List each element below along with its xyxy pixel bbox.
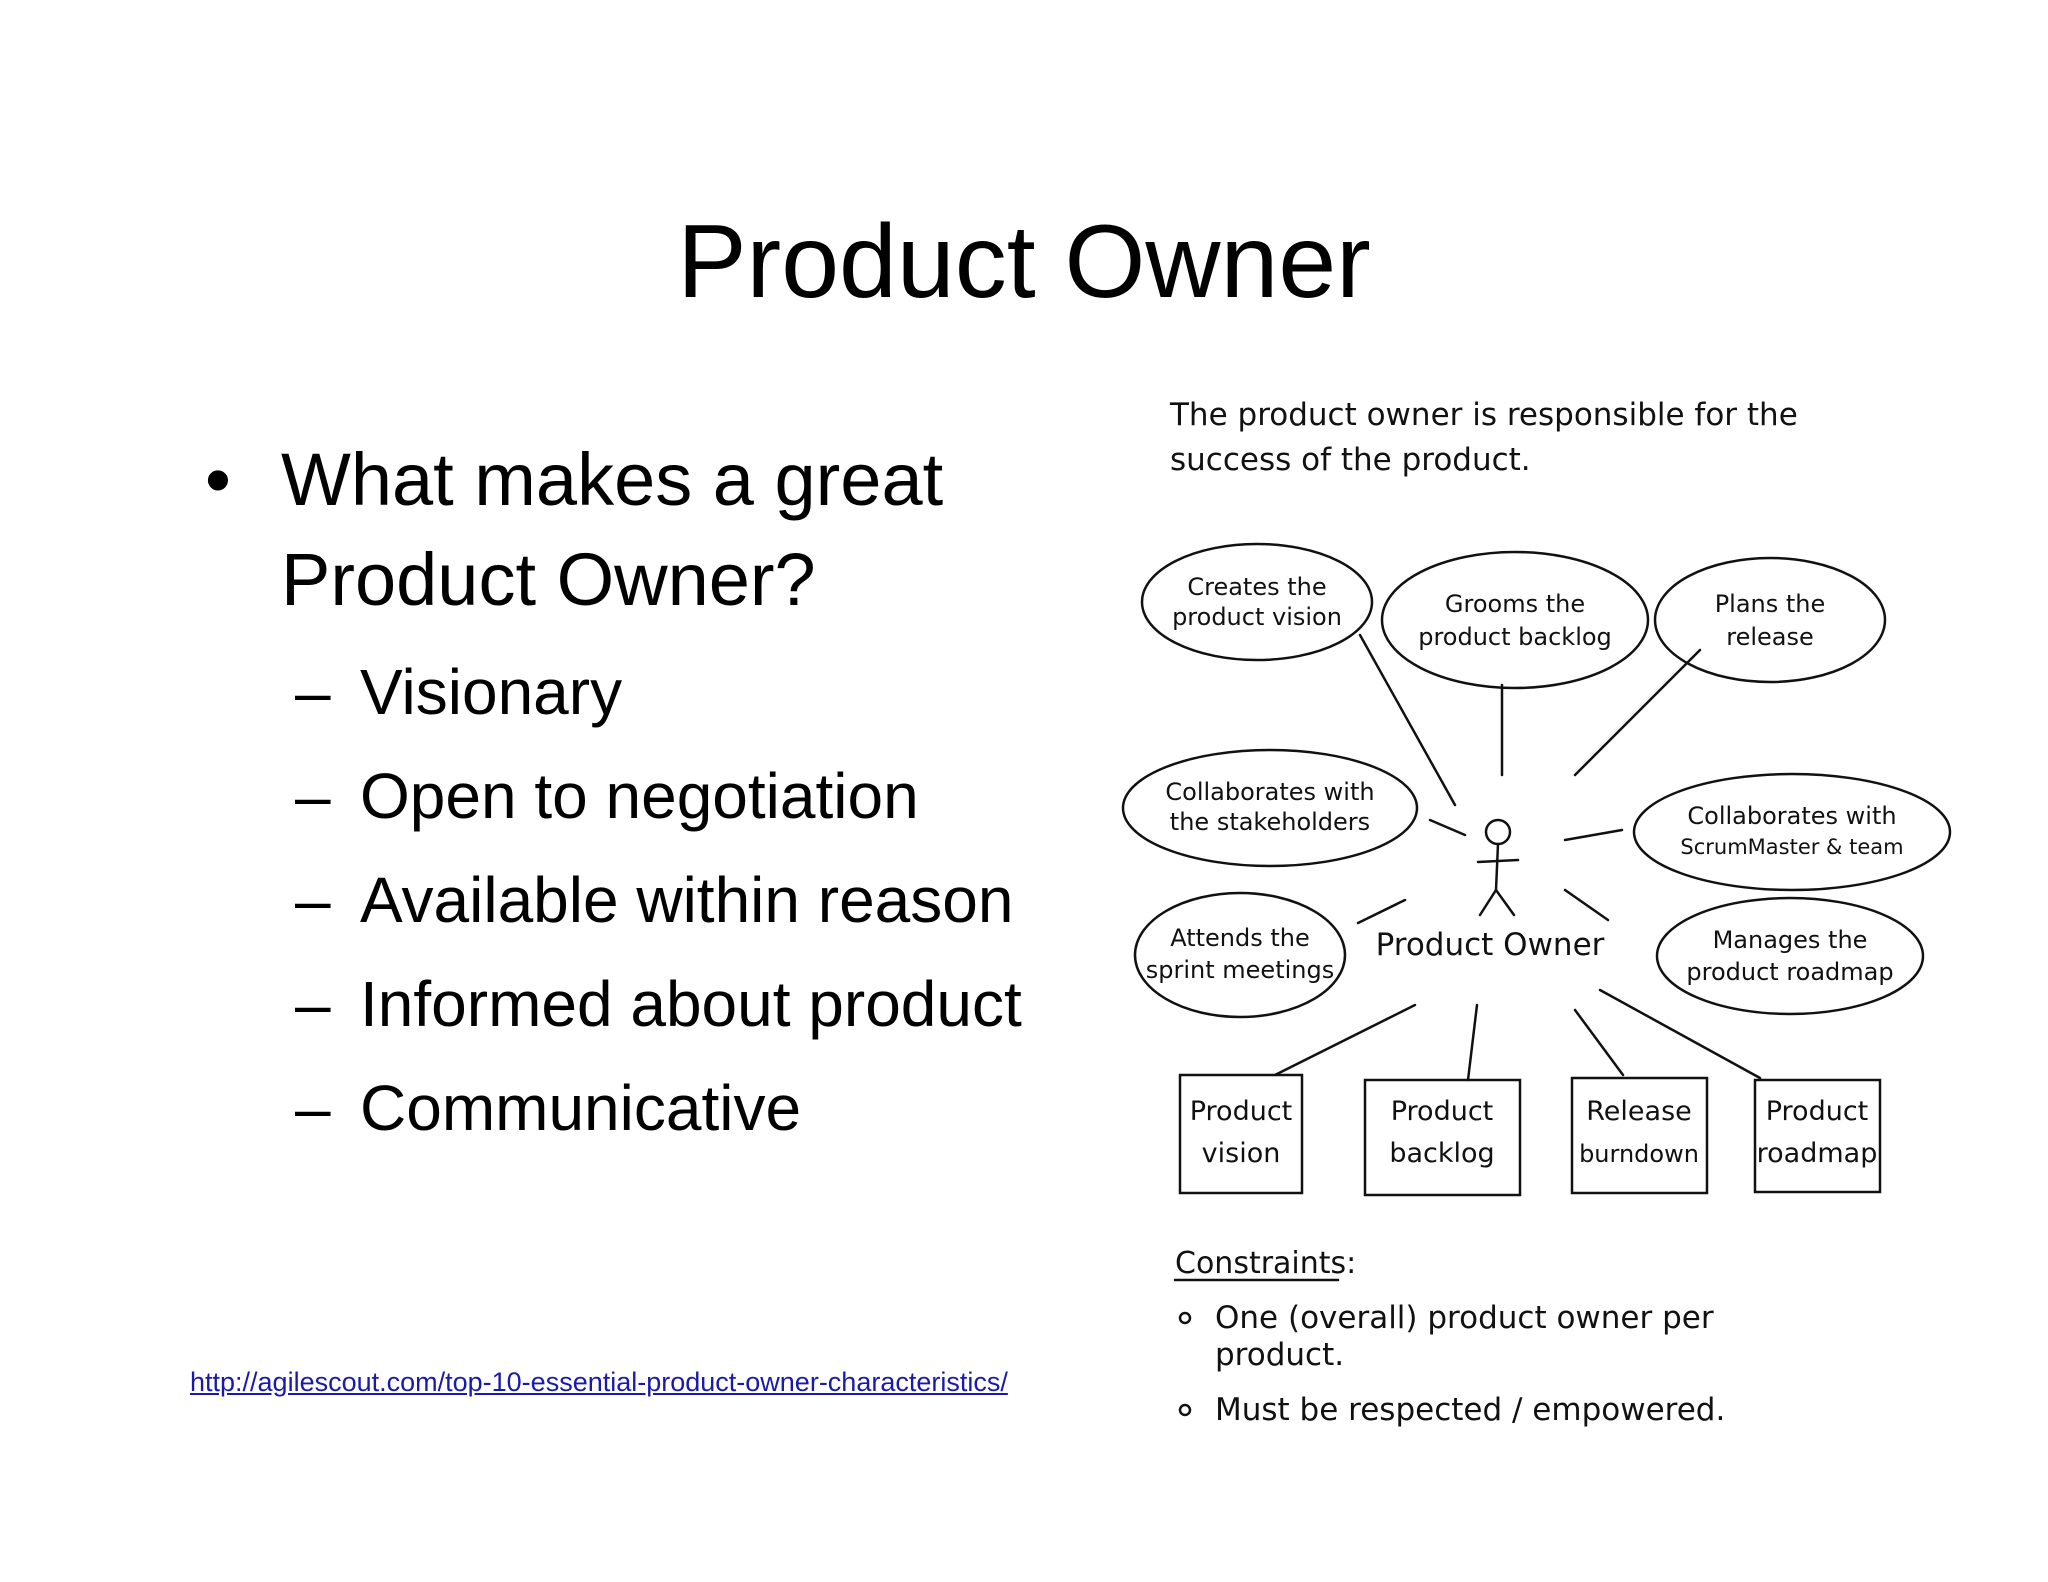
quality-item: –Informed about product (195, 952, 1095, 1056)
bullet-marker: • (205, 438, 231, 521)
slide-title: Product Owner (677, 204, 1371, 320)
qualities-list: –Visionary –Open to negotiation –Availab… (195, 640, 1095, 1160)
artifact-text: burndown (1579, 1140, 1699, 1168)
bubble-text: the stakeholders (1170, 808, 1370, 836)
spoke-line (1466, 1003, 1479, 1082)
quality-text: Available within reason (360, 864, 1014, 936)
dash-marker: – (295, 968, 331, 1040)
quality-text: Informed about product (360, 968, 1022, 1040)
quality-item: –Communicative (195, 1056, 1095, 1160)
bubble-outline (1655, 896, 1925, 1016)
spoke-line (1273, 1003, 1417, 1077)
quality-text: Visionary (360, 656, 623, 728)
bubble-outline (1653, 556, 1887, 684)
main-bullet: • What makes a great Product Owner? (195, 430, 1095, 630)
quality-text: Communicative (360, 1072, 802, 1144)
intro-line-2: success of the product. (1170, 442, 1531, 478)
bubble-text: Collaborates with (1165, 778, 1374, 806)
spoke-line (1563, 828, 1624, 842)
bubble-text: release (1726, 623, 1814, 651)
constraint-1-line-2: product. (1215, 1337, 1344, 1373)
bubble-text: Manages the (1713, 926, 1868, 954)
quality-item: –Available within reason (195, 848, 1095, 952)
spoke-line (1573, 1008, 1625, 1077)
constraint-1-line-1: One (overall) product owner per (1215, 1300, 1714, 1336)
spoke-line (1356, 898, 1407, 925)
bubble-text: Plans the (1715, 590, 1826, 618)
quality-item: –Open to negotiation (195, 744, 1095, 848)
bubble-text: Attends the (1170, 924, 1310, 952)
bubble-outline (1133, 891, 1347, 1019)
bubble-outline (1632, 772, 1952, 892)
stick-figure-arms (1476, 858, 1520, 864)
constraint-2: Must be respected / empowered. (1215, 1392, 1725, 1428)
artifact-text: roadmap (1757, 1138, 1878, 1169)
spoke-line (1573, 648, 1702, 777)
bubble-text: Creates the (1187, 573, 1326, 601)
spoke-line (1563, 888, 1610, 922)
dash-marker: – (295, 1072, 331, 1144)
bubble-outline (1380, 550, 1650, 690)
source-link[interactable]: http://agilescout.com/top-10-essential-p… (190, 1367, 1008, 1397)
spoke-line (1358, 633, 1457, 807)
stick-figure-body (1494, 842, 1500, 892)
spoke-line (1428, 818, 1467, 837)
bubble-text: product vision (1172, 603, 1342, 631)
artifact-box (1178, 1073, 1304, 1195)
constraints-title: Constraints: (1175, 1246, 1356, 1281)
artifact-box (1570, 1076, 1709, 1195)
constraint-marker (1178, 1403, 1192, 1417)
artifact-box (1753, 1078, 1882, 1194)
stick-figure-leg (1478, 888, 1498, 917)
bubble-text: product roadmap (1686, 958, 1893, 986)
stick-figure-head (1484, 818, 1512, 846)
quality-item: –Visionary (195, 640, 1095, 744)
spoke-line (1598, 988, 1762, 1080)
bullet-line-1: What makes a great (281, 438, 944, 521)
artifact-text: vision (1202, 1138, 1281, 1169)
dash-marker: – (295, 760, 331, 832)
bubble-text: product backlog (1418, 623, 1612, 651)
bubble-outline (1121, 748, 1419, 868)
bubble-text: ScrumMaster & team (1680, 835, 1903, 859)
artifact-box (1363, 1078, 1522, 1197)
artifact-text: Product (1766, 1096, 1869, 1127)
quality-text: Open to negotiation (360, 760, 919, 832)
artifact-text: Release (1586, 1096, 1692, 1127)
bubble-outline (1140, 542, 1374, 662)
constraint-marker (1178, 1311, 1192, 1325)
bubble-text: Collaborates with (1687, 802, 1896, 830)
intro-line-1: The product owner is responsible for the (1169, 397, 1798, 433)
bubble-text: Grooms the (1445, 590, 1585, 618)
artifact-text: Product (1190, 1096, 1293, 1127)
product-owner-sketch: The product owner is responsible for the… (1121, 397, 1952, 1428)
bullet-line-2: Product Owner? (281, 538, 816, 621)
stick-figure-leg (1494, 888, 1516, 917)
artifact-text: backlog (1389, 1138, 1494, 1169)
bubble-text: sprint meetings (1146, 956, 1334, 984)
bullet-list: • What makes a great Product Owner? –Vis… (195, 430, 1095, 1160)
dash-marker: – (295, 864, 331, 936)
artifact-text: Product (1391, 1096, 1494, 1127)
dash-marker: – (295, 656, 331, 728)
center-label: Product Owner (1376, 927, 1605, 963)
